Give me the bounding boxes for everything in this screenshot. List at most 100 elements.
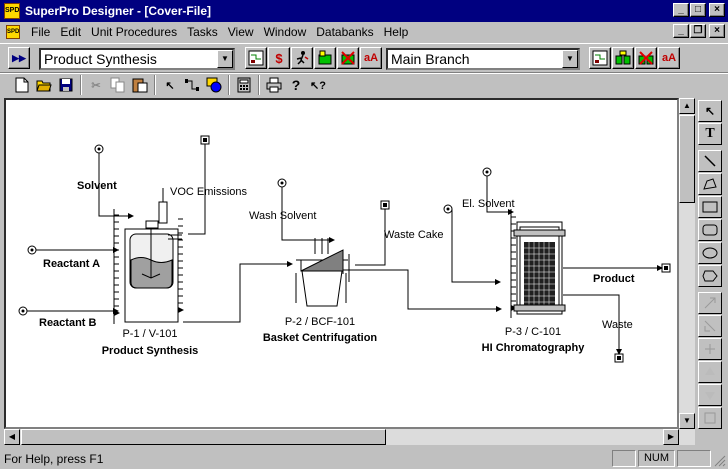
menu-view[interactable]: View [227,24,254,39]
section-props-button[interactable] [245,47,267,69]
doc-restore-button[interactable]: ❐ [690,24,706,38]
connect-streams-button[interactable] [181,74,203,96]
rename-branch-button[interactable]: aA [658,47,680,69]
stream-label-voc[interactable]: VOC Emissions [170,186,248,198]
stream-source-icon[interactable] [27,245,37,255]
stream-source-icon[interactable] [482,167,492,177]
stream-sink-icon[interactable] [380,200,390,210]
menu-window[interactable]: Window [263,24,307,39]
stream-sink-icon[interactable] [661,263,671,273]
procedure-name-p1[interactable]: Product Synthesis [102,345,199,357]
palette-rectangle-button[interactable] [698,196,722,218]
procedure-name-p2[interactable]: Basket Centrifugation [263,332,378,344]
delete-branch-button[interactable] [635,47,657,69]
scroll-down-icon[interactable]: ▼ [679,413,695,429]
app-icon[interactable]: SPD [4,3,20,19]
stream-sink-icon[interactable] [200,135,210,145]
title-bar[interactable]: SPD SuperPro Designer - [Cover-File] _ □… [0,0,728,22]
stream-source-icon[interactable] [443,204,453,214]
stream-label-waste-cake[interactable]: Waste Cake [384,229,444,241]
document-icon[interactable]: SPD [6,24,20,39]
horizontal-scrollbar[interactable]: ◀ ▶ [4,429,695,445]
palette-back-button[interactable] [698,384,722,406]
resize-grip-icon[interactable] [714,455,726,467]
select-button[interactable]: ↖ [159,74,181,96]
close-button[interactable]: × [709,3,725,17]
procedure-id-p2[interactable]: P-2 / BCF-101 [285,316,355,328]
print-button[interactable] [263,74,285,96]
palette-align-button[interactable] [698,292,722,314]
branch-combo[interactable]: Main Branch ▼ [386,48,580,70]
toolbar-separator [228,75,230,95]
palette-rotate-button[interactable] [698,338,722,360]
stream-label-waste[interactable]: Waste [602,319,633,331]
minimize-button[interactable]: _ [673,3,689,17]
palette-select-button[interactable]: ↖ [698,100,722,122]
palette-flip-button[interactable] [698,315,722,337]
rename-section-button[interactable]: aA [360,47,382,69]
stream-label-solvent[interactable]: Solvent [77,180,117,192]
fast-forward-icon[interactable]: ▶▶ [8,47,30,69]
menu-databanks[interactable]: Databanks [316,24,374,39]
palette-ellipse-button[interactable] [698,242,722,264]
vertical-scrollbar[interactable]: ▲ ▼ [679,98,695,429]
delete-section-button[interactable] [337,47,359,69]
menu-tasks[interactable]: Tasks [187,24,218,39]
chromatography-column-icon[interactable] [511,209,566,318]
vertical-scroll-thumb[interactable] [679,115,695,203]
help-button[interactable]: ? [285,74,307,96]
save-button[interactable] [55,74,77,96]
context-help-button[interactable]: ↖? [307,74,329,96]
stream-source-icon[interactable] [18,306,28,316]
chevron-down-icon[interactable]: ▼ [217,50,233,68]
new-button[interactable] [11,74,33,96]
reactor-vessel-icon[interactable] [114,188,183,324]
scissors-icon: ✂ [91,79,101,92]
palette-rounded-rect-button[interactable] [698,219,722,241]
add-section-button[interactable] [314,47,336,69]
chevron-down-icon[interactable]: ▼ [562,50,578,68]
scroll-left-icon[interactable]: ◀ [4,429,20,445]
horizontal-scroll-thumb[interactable] [21,429,386,445]
stream-source-icon[interactable] [94,144,104,154]
stream-label-wash-solvent[interactable]: Wash Solvent [249,210,316,222]
palette-polygon-button[interactable] [698,265,722,287]
section-combo[interactable]: Product Synthesis ▼ [39,48,235,70]
menu-unit-procedures[interactable]: Unit Procedures [91,24,178,39]
stream-label-reactant-a[interactable]: Reactant A [43,258,100,270]
maximize-button[interactable]: □ [690,3,706,17]
cut-button[interactable]: ✂ [85,74,107,96]
open-button[interactable] [33,74,55,96]
cost-button[interactable]: $ [268,47,290,69]
menu-file[interactable]: File [31,24,51,39]
menu-help[interactable]: Help [383,24,409,39]
procedure-name-p3[interactable]: HI Chromatography [482,342,586,354]
procedure-id-p3[interactable]: P-3 / C-101 [505,326,561,338]
stream-label-reactant-b[interactable]: Reactant B [39,317,97,329]
doc-close-button[interactable]: × [709,24,725,38]
paste-button[interactable] [129,74,151,96]
menu-bar: SPD File Edit Unit Procedures Tasks View… [0,22,728,41]
palette-line-button[interactable] [698,150,722,172]
scroll-right-icon[interactable]: ▶ [663,429,679,445]
palette-front-button[interactable] [698,361,722,383]
stream-source-icon[interactable] [277,178,287,188]
branch-props-button[interactable] [589,47,611,69]
procedure-id-p1[interactable]: P-1 / V-101 [122,328,177,340]
scroll-up-icon[interactable]: ▲ [679,98,695,114]
schedule-button[interactable] [291,47,313,69]
add-branch-button[interactable] [612,47,634,69]
palette-group-button[interactable] [698,407,722,429]
menu-edit[interactable]: Edit [60,24,82,39]
copy-button[interactable] [107,74,129,96]
flowsheet-canvas[interactable]: Solvent VOC Emissions Reactant A Reactan… [4,98,679,429]
palette-polyline-button[interactable] [698,173,722,195]
doc-minimize-button[interactable]: _ [673,24,689,38]
calculator-button[interactable] [233,74,255,96]
add-procedure-button[interactable] [203,74,225,96]
basket-centrifuge-icon[interactable] [295,238,350,307]
stream-label-el-solvent[interactable]: El. Solvent [462,198,515,210]
stream-label-product[interactable]: Product [593,273,635,285]
palette-text-button[interactable]: T [698,123,722,145]
stream-sink-icon[interactable] [614,353,624,363]
